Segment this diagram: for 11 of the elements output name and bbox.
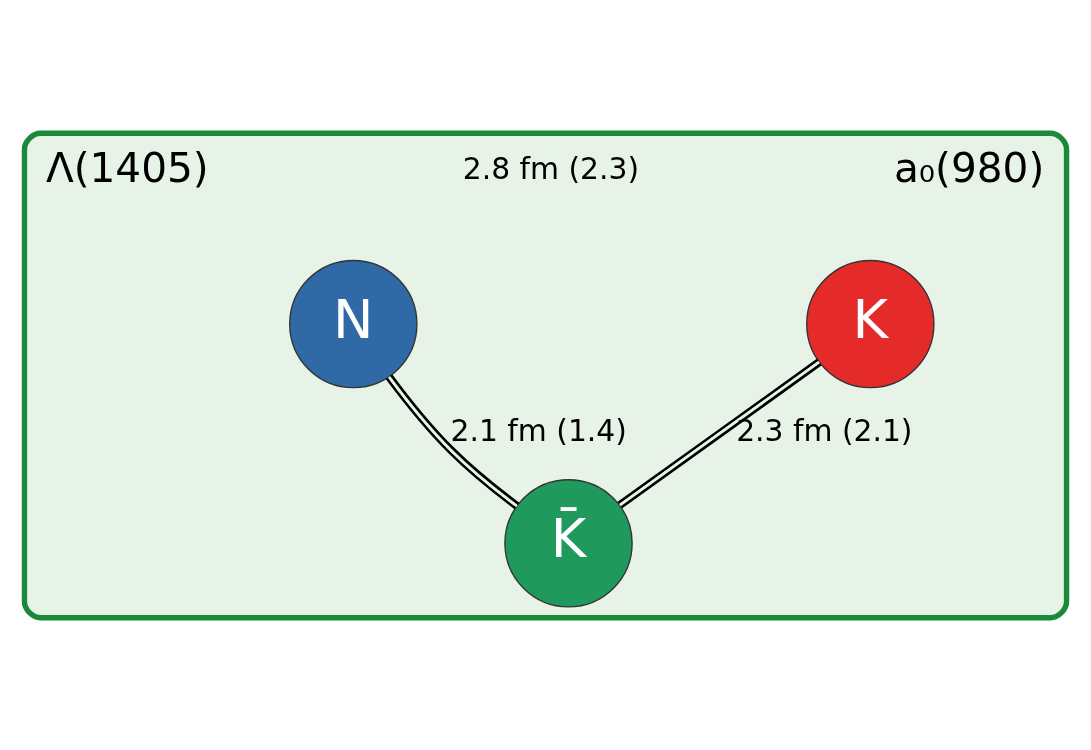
- node-circle: K̄: [504, 478, 633, 608]
- node-circle: N: [289, 259, 418, 388]
- label: Λ(1405): [45, 143, 209, 192]
- edge-label: 2.1 fm (1.4): [450, 412, 627, 448]
- node-circle: K: [806, 259, 935, 388]
- cluster: [21, 130, 1070, 620]
- connector: [385, 373, 520, 509]
- label: 2.8 fm (2.3): [462, 150, 640, 186]
- edge-label: 2.3 fm (2.1): [736, 412, 913, 448]
- label: a₀(980): [893, 143, 1045, 192]
- connector: [617, 358, 822, 508]
